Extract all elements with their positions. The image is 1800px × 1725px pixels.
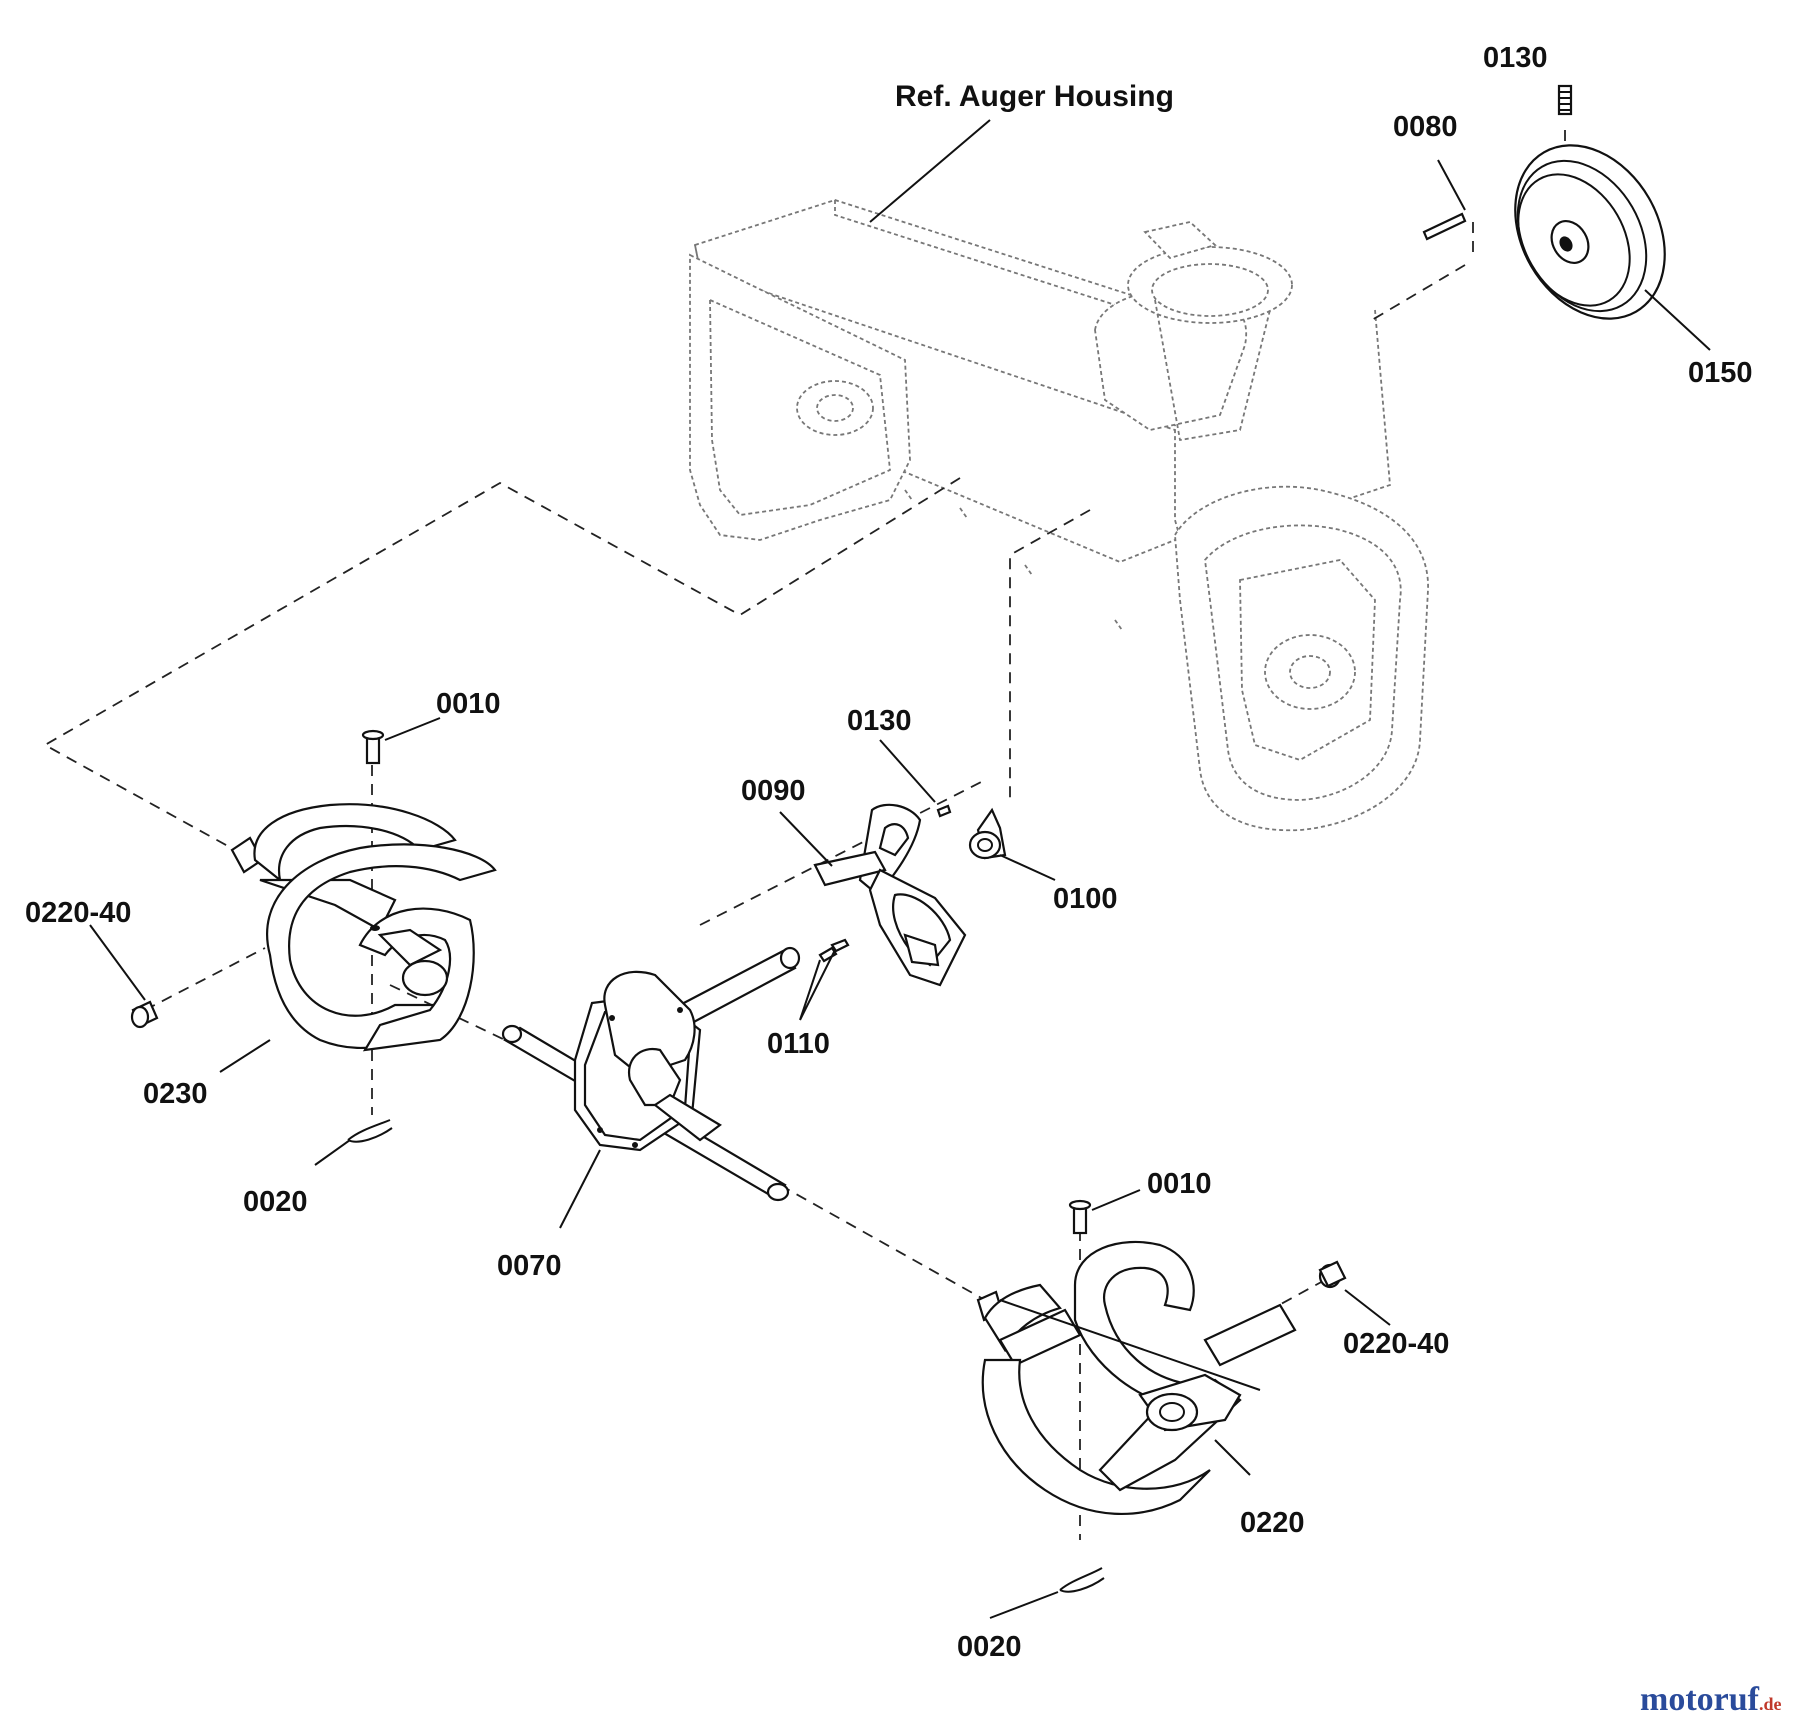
label-0020-left: 0020 <box>243 1186 308 1218</box>
part-labels: Ref. Auger Housing 0130 0080 0150 0010 0… <box>25 42 1753 1663</box>
left-auger-0230 <box>130 729 497 1143</box>
label-0130-mid: 0130 <box>847 705 912 737</box>
label-ref-auger-housing: Ref. Auger Housing <box>895 80 1174 113</box>
label-0220: 0220 <box>1240 1507 1305 1539</box>
label-0090: 0090 <box>741 775 806 807</box>
gearbox-0070 <box>501 946 801 1202</box>
label-0100: 0100 <box>1053 883 1118 915</box>
right-auger-0220 <box>976 1199 1347 1593</box>
watermark-logo: motoruf.de <box>1640 1681 1781 1718</box>
watermark-brand: motoruf <box>1640 1681 1760 1718</box>
label-0110: 0110 <box>767 1028 830 1060</box>
label-0220-40-right: 0220-40 <box>1343 1328 1449 1360</box>
label-0130-top: 0130 <box>1483 42 1548 74</box>
label-0010-left: 0010 <box>436 688 501 720</box>
leader-lines <box>89 119 1711 1619</box>
label-0070: 0070 <box>497 1250 562 1282</box>
label-0020-right: 0020 <box>957 1631 1022 1663</box>
watermark-suffix: .de <box>1759 1694 1782 1714</box>
label-0230: 0230 <box>143 1078 208 1110</box>
pulley-0150 <box>1422 84 1666 320</box>
auger-housing <box>689 199 1429 832</box>
label-0220-40-left: 0220-40 <box>25 897 131 929</box>
bracket-0090 <box>813 803 1007 987</box>
label-0080: 0080 <box>1393 111 1458 143</box>
label-0010-right: 0010 <box>1147 1168 1212 1200</box>
svg-text:motoruf.de: motoruf.de <box>1640 1681 1781 1718</box>
label-0150: 0150 <box>1688 357 1753 389</box>
